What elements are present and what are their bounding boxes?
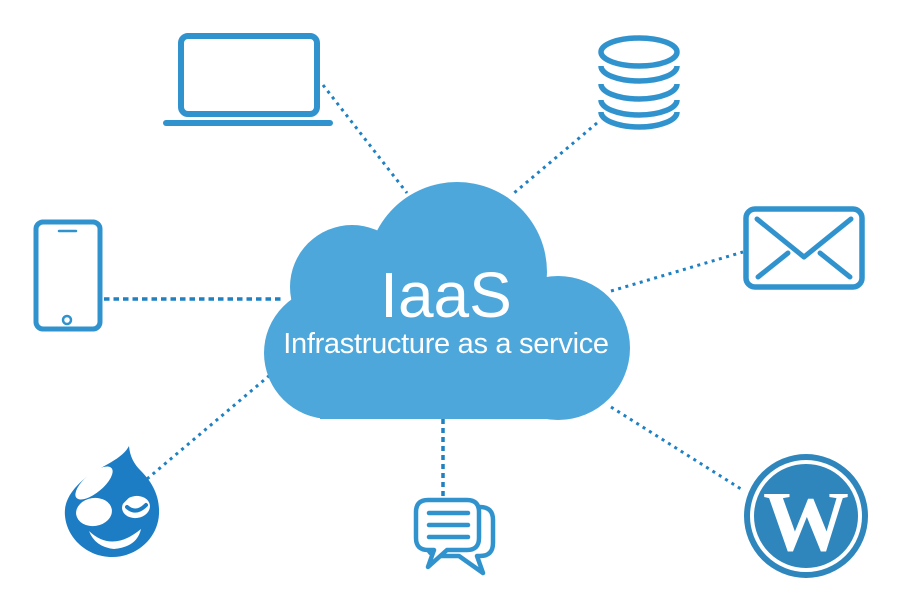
connector-laptop [321,84,409,194]
wordpress-ring [750,460,862,572]
wordpress-logo: W [744,454,868,578]
connector-envelope [610,250,744,293]
cloud-title: IaaS [380,259,512,331]
wordpress-letter: W [763,473,849,569]
connector-lines [104,84,744,497]
smartphone-icon [33,219,103,332]
drupal-smile [89,529,141,549]
wordpress-disc [744,454,868,578]
database-icon [598,35,680,130]
connector-database [513,121,598,195]
chat-front-bubble [413,497,482,570]
envelope-icon [743,206,865,290]
connector-drupal [146,373,271,481]
drupal-logo [64,446,160,557]
chat-bubbles-icon [413,497,496,576]
chat-text-lines [426,510,471,540]
drupal-wink-eye [125,503,148,513]
connector-wordpress [610,405,742,491]
cloud-subtitle: Infrastructure as a service [283,328,609,360]
drupal-highlight [75,466,113,500]
cloud-shape [264,182,630,420]
laptop-icon [163,33,333,126]
